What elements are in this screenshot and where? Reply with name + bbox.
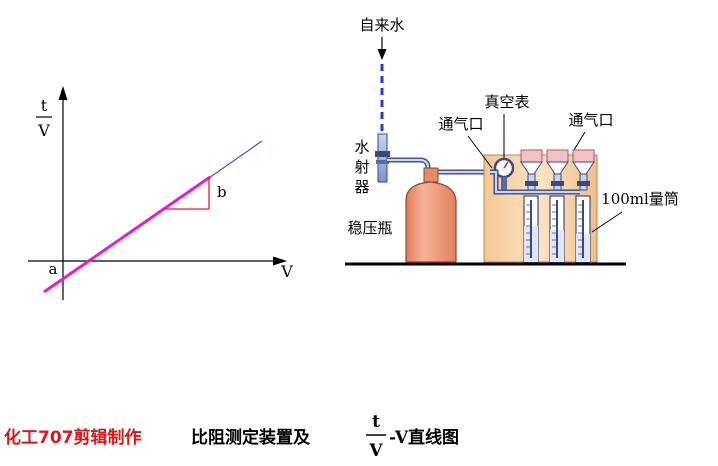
caption-title-suffix: -V直线图 <box>389 427 459 448</box>
surge-bottle-body <box>405 181 457 263</box>
x-axis-arrow-icon <box>273 256 287 266</box>
vacuum-gauge-label: 真空表 <box>484 93 529 111</box>
filter-funnel-2 <box>546 149 569 191</box>
y-axis-label-denominator: V <box>37 121 50 140</box>
intercept-label: a <box>49 260 58 278</box>
caption-credit: 化工707剪辑制作 <box>4 427 142 448</box>
tap-water-arrow-icon <box>377 49 387 60</box>
graduated-cylinder-1 <box>523 195 539 263</box>
filter-funnel-1 <box>520 149 543 191</box>
water-ejector-label-2: 射 <box>354 158 369 176</box>
filter-funnel-3 <box>572 149 595 191</box>
y-axis-label-numerator: t <box>41 96 48 115</box>
water-ejector-label-1: 水 <box>354 138 369 156</box>
caption-fraction-numerator: t <box>372 412 380 432</box>
vent-right-leader <box>573 131 586 151</box>
apparatus: 自来水 水 射 器 稳压瓶 真空表 通气口 通气口 <box>345 16 679 266</box>
water-ejector-label-3: 器 <box>354 178 369 196</box>
x-axis-label: V <box>280 262 293 281</box>
water-ejector-collar <box>375 151 390 157</box>
graduated-cylinder-3 <box>575 195 591 263</box>
caption-fraction-denominator: V <box>368 441 383 461</box>
surge-bottle-neck <box>423 167 439 183</box>
water-ejector-collar-low <box>376 160 389 164</box>
manifold-pipe-inner <box>490 170 580 194</box>
vent-left-leader <box>467 135 493 169</box>
vent-right-label: 通气口 <box>568 111 613 129</box>
surge-bottle <box>405 167 457 263</box>
vacuum-gauge-needle <box>503 161 509 169</box>
slope-label: b <box>217 183 227 201</box>
graduated-cylinder-2 <box>549 195 565 263</box>
caption: 化工707剪辑制作 比阻测定装置及 t V -V直线图 <box>4 412 459 461</box>
fit-line <box>43 175 211 294</box>
vacuum-gauge-stem <box>501 177 507 191</box>
surge-bottle-label: 稳压瓶 <box>347 219 392 237</box>
tap-water-label: 自来水 <box>359 16 404 34</box>
cylinder-label: 100ml量筒 <box>601 190 679 208</box>
y-axis-arrow-icon <box>58 86 68 100</box>
slope-triangle <box>165 178 210 210</box>
fit-line-extension <box>208 140 263 179</box>
vent-left-label: 通气口 <box>438 115 483 133</box>
water-ejector-body <box>377 133 388 183</box>
tv-graph: t V V a b <box>28 86 293 300</box>
cylinder-leader <box>591 211 623 233</box>
caption-title-prefix: 比阻测定装置及 <box>191 427 311 448</box>
